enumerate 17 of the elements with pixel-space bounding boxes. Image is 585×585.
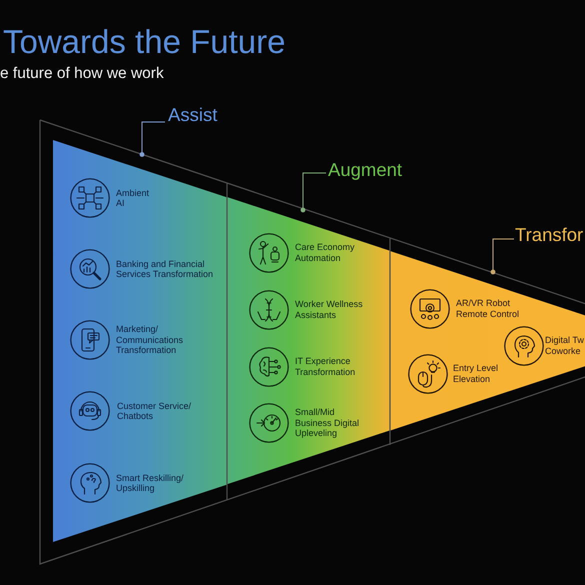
section-heading: Augment xyxy=(328,161,402,180)
item-label: Digital Tw Coworke xyxy=(545,335,585,356)
item-label: Smart Reskilling/ Upskilling xyxy=(116,472,185,494)
subtitle: e future of how we work xyxy=(0,66,164,82)
item-label: IT Experience Transformation xyxy=(295,356,356,378)
item-label: Care Economy Automation xyxy=(295,242,356,264)
item-label: Banking and Financial Services Transformation xyxy=(116,258,214,280)
item-label: Worker Wellness Assistants xyxy=(295,299,364,320)
item-label: Small/Mid Business Digital Upleveling xyxy=(295,407,360,439)
section-heading: Assist xyxy=(168,106,218,124)
item-label: Customer Service/ Chatbots xyxy=(117,400,192,422)
item-label: AR/VR Robot Remote Control xyxy=(456,298,520,320)
item-label: Ambient AI xyxy=(116,188,150,208)
item-label: Entry Level Elevation xyxy=(453,363,499,384)
section-heading: Transfor xyxy=(515,226,584,244)
item-label: Marketing/ Communications Transformation xyxy=(116,324,184,356)
title: Towards the Future xyxy=(3,25,286,58)
